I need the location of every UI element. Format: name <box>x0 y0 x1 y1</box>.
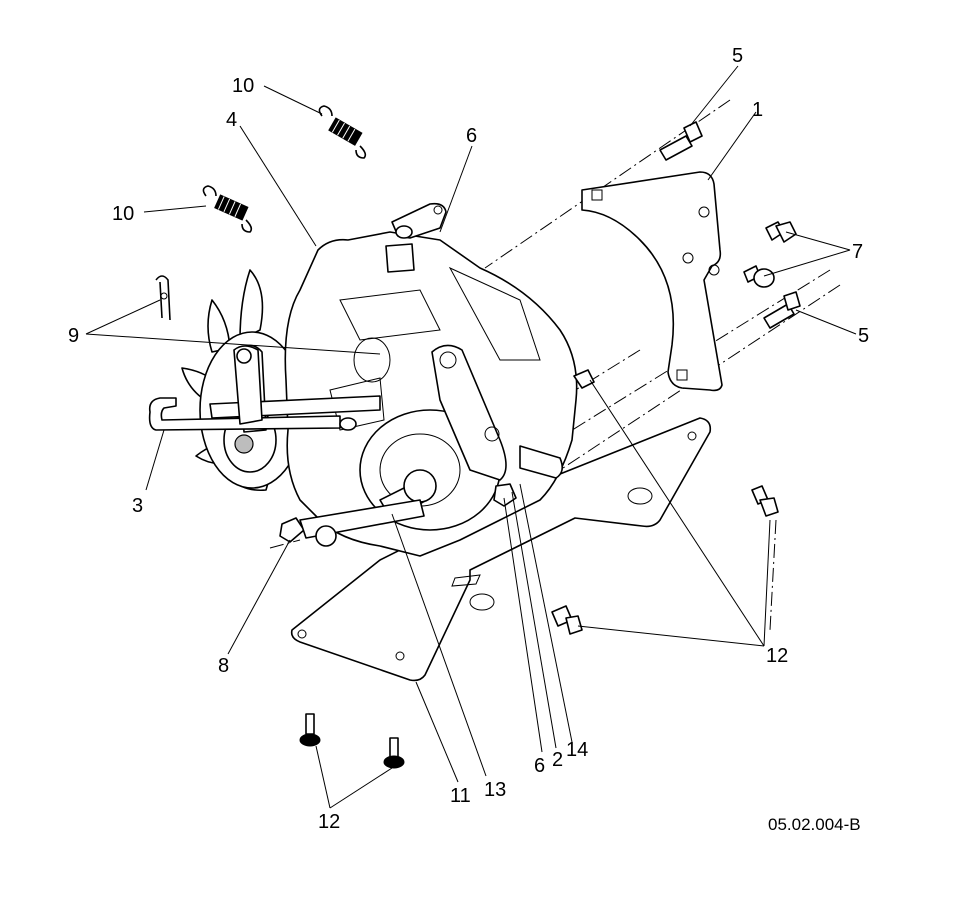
pulley-arm <box>431 344 564 481</box>
callout-6-top: 6 <box>466 125 477 147</box>
reference-code: 05.02.004-B <box>768 815 861 834</box>
callout-13: 13 <box>484 779 506 801</box>
flange-nut-7-upper <box>765 221 797 243</box>
leader-lines <box>85 65 857 809</box>
lever-arm <box>233 345 263 425</box>
linkage-bolt-8 <box>279 499 425 547</box>
callout-6-bottom: 6 <box>534 755 545 777</box>
bolt-5-top <box>659 121 703 161</box>
callout-14: 14 <box>566 739 588 761</box>
callout-8: 8 <box>218 655 229 677</box>
callout-5-top: 5 <box>732 45 743 67</box>
callout-11: 11 <box>450 785 471 807</box>
nut-6-housing <box>493 483 517 507</box>
callout-7: 7 <box>852 241 863 263</box>
callout-4: 4 <box>226 109 237 131</box>
callout-12-bottom: 12 <box>318 811 340 833</box>
callout-12-right: 12 <box>766 645 788 667</box>
bolt-5-right <box>763 291 801 329</box>
bolt-12-housing <box>573 369 595 389</box>
flange-nut-7-lower <box>743 265 775 288</box>
bolt-12-bottom-right <box>383 737 405 769</box>
bolt-12-right-upper <box>751 485 779 517</box>
spring-10-top <box>318 105 367 159</box>
callout-3: 3 <box>132 495 143 517</box>
callout-2: 2 <box>552 749 563 771</box>
callout-1: 1 <box>752 99 763 121</box>
callout-9: 9 <box>68 325 79 347</box>
spring-10-mid <box>202 185 253 233</box>
control-arm-top <box>385 202 447 273</box>
callout-5-right: 5 <box>858 325 869 347</box>
mounting-bracket <box>581 171 723 392</box>
callout-10-mid: 10 <box>112 203 134 225</box>
bolt-12-right-lower <box>551 605 583 635</box>
hair-pin-clip <box>155 275 171 321</box>
callout-10-top: 10 <box>232 75 254 97</box>
skid-plate <box>290 417 712 682</box>
callouts: 5 1 10 4 6 10 7 9 5 3 12 8 6 2 14 11 13 … <box>68 45 869 834</box>
bolt-12-bottom-left <box>299 713 321 747</box>
